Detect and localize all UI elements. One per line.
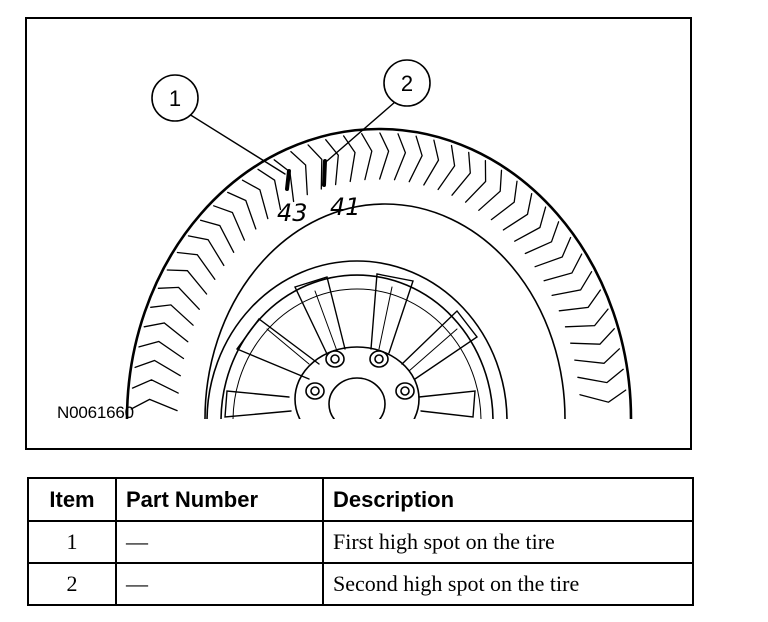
tread-chevron xyxy=(451,151,471,196)
wheel-hub xyxy=(294,346,420,419)
table-header-row: Item Part Number Description xyxy=(27,477,694,522)
wheel-spokes xyxy=(224,273,479,418)
tread-chevron xyxy=(342,135,356,183)
cell-part-number: — xyxy=(115,562,324,606)
tread-chevron xyxy=(166,269,208,295)
tread-chevron xyxy=(478,169,503,211)
tire-diagram: 43 41 1 2 N0061660 xyxy=(25,17,692,450)
tread-chevron xyxy=(150,304,194,326)
table-row: 1 — First high spot on the tire xyxy=(27,520,694,564)
tread-chevron xyxy=(361,133,373,181)
tread-chevron xyxy=(130,398,178,412)
tire-outer-edge xyxy=(125,127,633,419)
header-part-number: Part Number xyxy=(115,477,324,522)
table-row: 2 — Second high spot on the tire xyxy=(27,562,694,606)
callout-number-2: 2 xyxy=(401,71,413,96)
tread-chevron xyxy=(138,340,185,360)
callout-circle-1 xyxy=(151,74,199,122)
tread-chevron xyxy=(213,205,246,241)
high-spot-value-2: 41 xyxy=(330,193,361,221)
tread-chevron xyxy=(574,348,621,364)
tread-chevron xyxy=(176,251,216,280)
cell-description: Second high spot on the tire xyxy=(322,562,694,606)
tread-chevron xyxy=(379,132,390,180)
tread-chevron xyxy=(199,219,235,253)
tread-chevron xyxy=(408,135,423,183)
tread-chevron xyxy=(437,144,456,191)
tread-chevron xyxy=(543,253,583,282)
tread-chevron xyxy=(579,389,627,403)
tread-chevron xyxy=(157,286,200,310)
wheel-rim xyxy=(206,260,508,419)
tread-chevron xyxy=(564,308,609,328)
tread-chevron xyxy=(143,322,189,343)
tread-chevron xyxy=(558,289,602,312)
cell-item: 2 xyxy=(27,562,117,606)
tread-chevron xyxy=(241,179,269,220)
cell-part-number: — xyxy=(115,520,324,564)
tread-chevron xyxy=(534,236,572,268)
tire-tread xyxy=(130,132,627,412)
tread-chevron xyxy=(423,139,440,186)
high-spot-mark-2 xyxy=(322,159,327,187)
header-item: Item xyxy=(27,477,117,522)
tire-inner-edge xyxy=(204,203,566,419)
callout-leader-2 xyxy=(326,101,396,162)
cell-item: 1 xyxy=(27,520,117,564)
tread-chevron xyxy=(577,368,624,384)
tread-chevron xyxy=(393,133,407,181)
tread-chevron xyxy=(524,221,560,255)
tread-chevron xyxy=(227,191,257,230)
cell-description: First high spot on the tire xyxy=(322,520,694,564)
tread-chevron xyxy=(290,150,308,196)
tread-chevron xyxy=(257,168,282,211)
callout-circle-2 xyxy=(383,59,431,107)
tread-chevron xyxy=(325,139,339,186)
tread-chevron xyxy=(490,180,518,221)
tread-chevron xyxy=(464,159,487,203)
parts-table: Item Part Number Description 1 — First h… xyxy=(27,477,694,606)
callout-number-1: 1 xyxy=(169,86,181,111)
tread-chevron xyxy=(187,235,225,267)
high-spot-value-1: 43 xyxy=(277,199,308,227)
tread-chevron xyxy=(131,379,179,394)
callout-leader-1 xyxy=(188,113,286,175)
figure-id-label: N0061660 xyxy=(57,403,134,422)
tread-chevron xyxy=(514,206,547,242)
tire-wheel-illustration: 43 41 1 2 xyxy=(125,59,633,419)
tread-chevron xyxy=(502,192,533,231)
tread-chevron xyxy=(551,271,593,297)
tread-chevron xyxy=(134,359,181,377)
header-description: Description xyxy=(322,477,694,522)
high-spot-mark-1 xyxy=(285,169,291,191)
tread-chevron xyxy=(570,328,615,345)
tread-chevron xyxy=(307,144,323,190)
